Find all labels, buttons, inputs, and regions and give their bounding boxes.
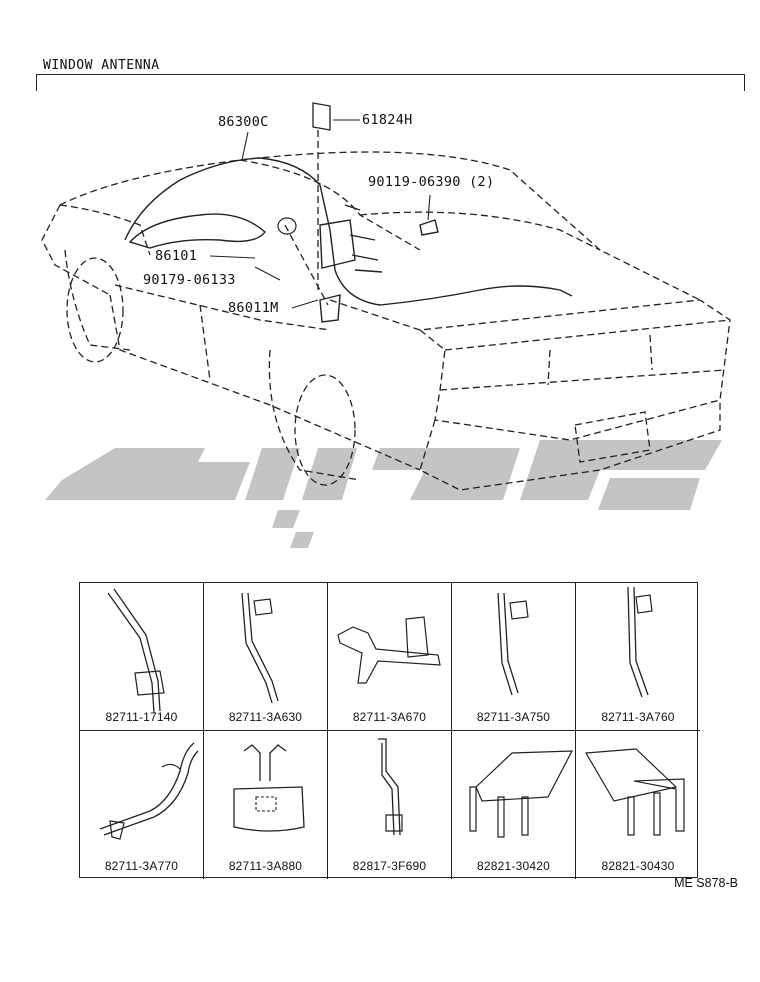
part-cell: 82711-3A750	[452, 583, 576, 731]
part-number: 82711-17140	[105, 710, 178, 724]
callout-86011m: 86011M	[228, 300, 279, 316]
watermark-logo	[45, 440, 722, 548]
part-cell: 82821-30420	[452, 731, 576, 879]
part-number: 82711-3A670	[352, 710, 427, 724]
clip-drawing	[378, 738, 403, 836]
diagram-title: WINDOW ANTENNA	[43, 58, 160, 73]
part-number: 82711-3A760	[601, 710, 675, 724]
clip-drawing	[337, 616, 441, 684]
clip-drawing	[497, 592, 529, 696]
part-number: 82817-3F690	[352, 859, 427, 873]
part-number: 82711-3A750	[476, 710, 551, 724]
grommet-90179	[277, 217, 297, 235]
part-cell: 82711-3A630	[204, 583, 328, 731]
clip-parts-table: 82711-17140 82711-3A630 82711-3A670 8271…	[79, 582, 700, 879]
part-number: 82711-3A630	[228, 710, 303, 724]
clip-drawing	[241, 592, 279, 704]
callout-61824h: 61824H	[362, 112, 413, 128]
part-number: 82711-3A770	[104, 859, 179, 873]
clip-drawing	[469, 750, 574, 838]
pad-61824h	[312, 102, 331, 131]
clip-drawing	[585, 748, 685, 836]
car-body	[41, 130, 731, 491]
clip-drawing	[233, 744, 305, 832]
part-cell: 82711-3A880	[204, 731, 328, 879]
part-cell: 82711-3A760	[576, 583, 700, 731]
clip-drawing	[99, 742, 199, 840]
part-number: 82711-3A880	[228, 859, 303, 873]
callout-90119: 90119-06390 (2)	[368, 174, 495, 190]
clip-drawing	[107, 588, 165, 714]
callout-86300c: 86300C	[218, 114, 269, 130]
part-cell: 82711-3A770	[80, 731, 204, 879]
part-cell: 82821-30430	[576, 731, 700, 879]
part-cell: 82817-3F690	[328, 731, 452, 879]
callout-90179: 90179-06133	[143, 272, 236, 288]
part-number: 82821-30430	[601, 859, 675, 873]
frame-left-tick	[36, 74, 37, 91]
diagram-code: ME S878-B	[674, 876, 738, 890]
part-cell: 82711-3A670	[328, 583, 452, 731]
part-cell: 82711-17140	[80, 583, 204, 731]
frame-right-tick	[744, 74, 745, 91]
callout-86101: 86101	[155, 248, 198, 264]
antenna-wires	[124, 157, 573, 323]
leader-lines	[209, 119, 431, 309]
clip-drawing	[627, 586, 653, 698]
frame-top-border	[36, 74, 745, 75]
part-number: 82821-30420	[477, 859, 550, 873]
